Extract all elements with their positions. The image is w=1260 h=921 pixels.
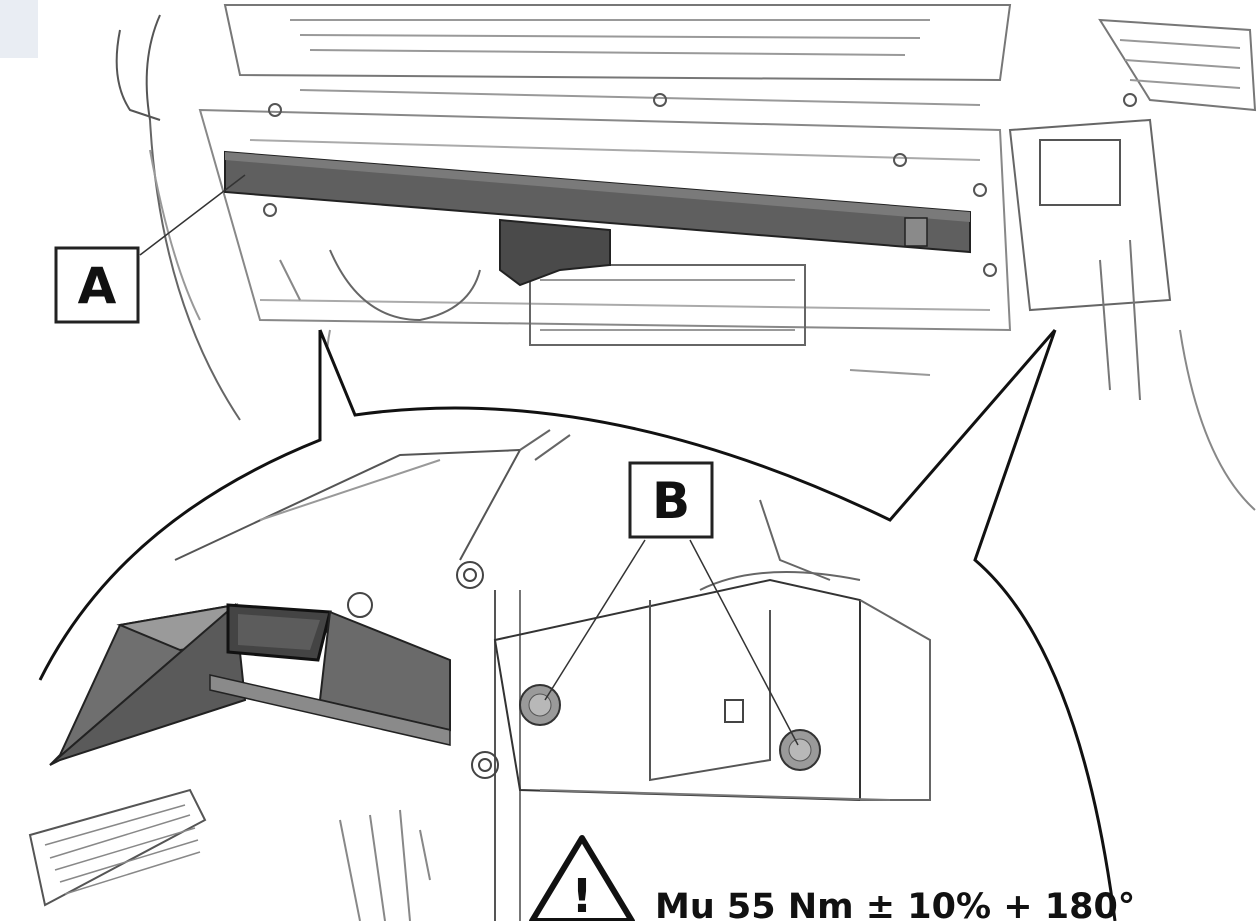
callout-a-label: A	[78, 257, 117, 315]
torque-spec-text: Mu 55 Nm ± 10% + 180°	[655, 887, 1135, 921]
callout-a-leader	[139, 174, 246, 256]
vehicle-front-overview	[115, 3, 1257, 511]
mounting-nut-left	[519, 684, 561, 726]
zoom-detail-art	[28, 429, 931, 921]
callout-b-leader-left	[544, 539, 646, 701]
mounting-nut-right	[779, 729, 821, 771]
callout-b-box: B	[628, 461, 714, 539]
page-corner-tab	[0, 0, 38, 58]
torque-spec: ! Mu 55 Nm ± 10% + 180°	[529, 835, 1135, 921]
warning-triangle-icon: !	[529, 835, 635, 921]
crossbar-beam	[224, 150, 971, 287]
callout-b-leader-right	[689, 539, 799, 746]
zoom-detail-bubble	[38, 329, 1117, 921]
tow-tube	[49, 602, 451, 766]
callout-a-box: A	[54, 246, 140, 324]
callout-b-label: B	[652, 472, 690, 530]
svg-text:!: !	[572, 869, 593, 921]
